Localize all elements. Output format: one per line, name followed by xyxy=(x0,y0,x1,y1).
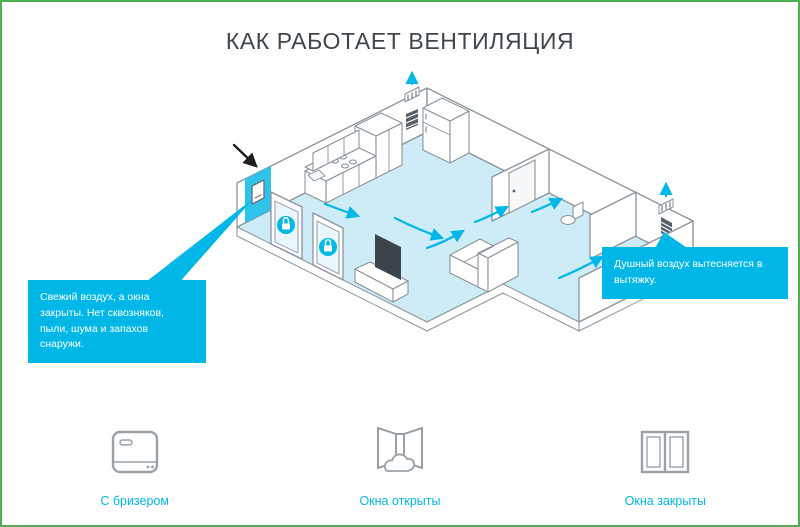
legend-item-label: Окна открыты xyxy=(359,494,441,508)
page-title: КАК РАБОТАЕТ ВЕНТИЛЯЦИЯ xyxy=(225,28,575,54)
windows-open-icon xyxy=(376,426,423,472)
window-lock-icon xyxy=(319,238,337,256)
toilet xyxy=(560,201,584,226)
closed-windows xyxy=(270,191,344,281)
callout-fresh-air: Свежий воздух, а окна закрыты. Нет сквоз… xyxy=(28,280,206,363)
airflow-arrows xyxy=(323,197,604,280)
legend-item-windows-closed[interactable]: Окна закрыты xyxy=(565,420,765,508)
fridge xyxy=(422,97,470,164)
tv-stand xyxy=(354,234,409,303)
fresh-air-inflow-arrow xyxy=(232,143,258,168)
window-lock-icon xyxy=(277,216,295,234)
windows-closed-icon xyxy=(641,430,690,474)
callout-exhaust-text: Душный воздух вытесняется в вытяжку. xyxy=(614,258,763,286)
legend-item-label: С бризером xyxy=(100,494,169,508)
legend-item-label: Окна закрыты xyxy=(624,494,706,508)
bathroom-door xyxy=(508,159,536,214)
tv-screen xyxy=(375,234,401,280)
mode-legend: С бризером Окна открыты Окна закрыты xyxy=(2,420,798,508)
door-handle xyxy=(512,189,516,193)
legend-item-windows-open[interactable]: Окна открыты xyxy=(300,420,500,508)
kitchen-cabinets xyxy=(304,112,403,204)
legend-item-with-breather[interactable]: С бризером xyxy=(35,420,235,508)
kitchen-exhaust-vent xyxy=(404,70,420,130)
sofa xyxy=(449,237,519,293)
interior-wall-door xyxy=(491,148,550,222)
callout-fresh-air-text: Свежий воздух, а окна закрыты. Нет сквоз… xyxy=(40,291,164,351)
callout-exhaust: Душный воздух вытесняется в вытяжку. xyxy=(602,247,788,299)
breather-device-icon xyxy=(111,430,158,474)
